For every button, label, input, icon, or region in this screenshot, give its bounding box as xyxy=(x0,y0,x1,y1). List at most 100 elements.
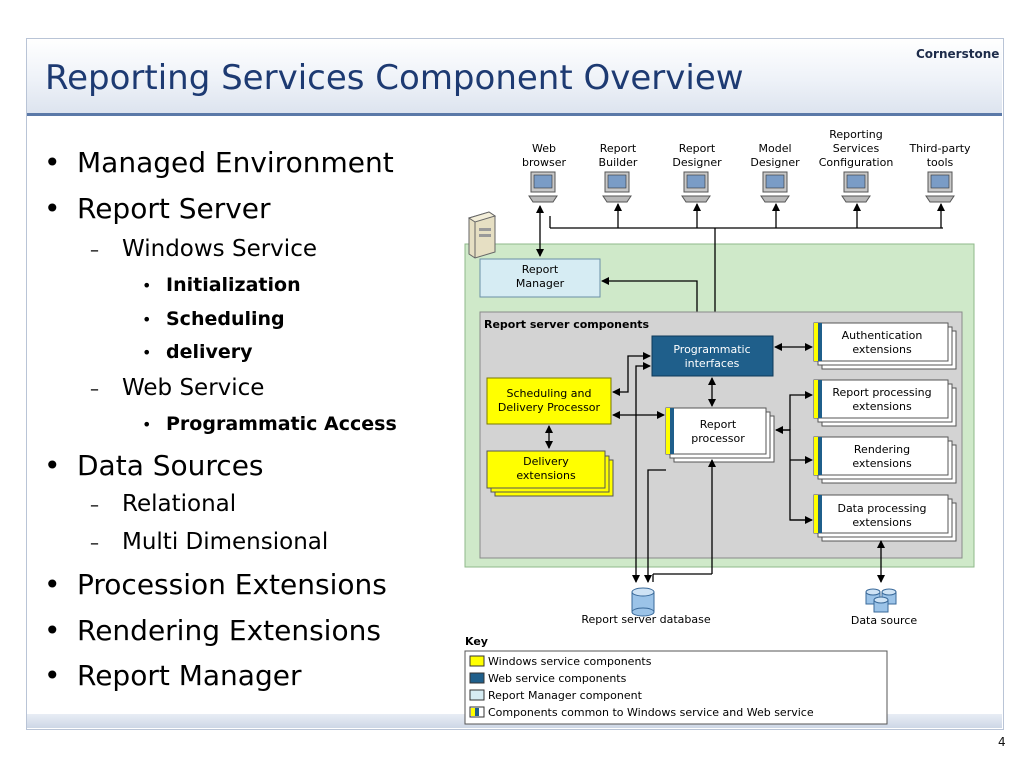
scheduling-delivery-processor-box xyxy=(486,377,612,425)
delivery-extensions-label: Delivery xyxy=(523,455,569,468)
key-swatch-windows xyxy=(469,655,485,667)
data-source-icon xyxy=(865,588,897,613)
svg-text:Builder: Builder xyxy=(599,156,638,169)
sub-sub-bullet-item: Initialization xyxy=(166,274,301,296)
data-processing-extensions-label: extensions xyxy=(852,516,912,529)
bullet-marker: • xyxy=(44,614,61,647)
title-band xyxy=(27,39,1002,113)
bullet-marker: • xyxy=(44,659,61,692)
delivery-extensions-stack xyxy=(486,450,614,497)
svg-text:Web: Web xyxy=(532,142,556,155)
report-processor-label: processor xyxy=(691,432,745,445)
computer-icon xyxy=(841,171,871,203)
bullet-item: Report Server xyxy=(77,192,271,225)
sub-sub-bullet-marker: • xyxy=(142,310,152,329)
bullet-item: Rendering Extensions xyxy=(77,614,381,647)
bullet-item: Managed Environment xyxy=(77,146,394,179)
sub-sub-bullet-item: Scheduling xyxy=(166,308,285,330)
computer-icon xyxy=(925,171,955,203)
key-swatch-common xyxy=(469,706,485,718)
bullet-item: Report Manager xyxy=(77,659,302,692)
key-item-label: Web service components xyxy=(488,672,627,685)
report-manager-box xyxy=(479,258,601,298)
sub-bullet-marker: – xyxy=(90,495,99,516)
bullet-item: Procession Extensions xyxy=(77,568,387,601)
page-number: 4 xyxy=(998,735,1006,749)
report-processor-stack xyxy=(665,407,775,463)
computer-icon xyxy=(681,171,711,203)
bullet-marker: • xyxy=(44,192,61,225)
report-processing-extensions-label: Report processing xyxy=(832,386,931,399)
programmatic-interfaces-box xyxy=(651,335,774,377)
scheduling-delivery-label: Scheduling and xyxy=(507,387,592,400)
database-label: Report server database xyxy=(581,613,711,626)
svg-text:Reporting: Reporting xyxy=(829,128,882,141)
programmatic-interfaces-label: interfaces xyxy=(685,357,740,370)
sub-sub-bullet-marker: • xyxy=(142,343,152,362)
database-icon xyxy=(631,587,655,617)
sub-bullet-item: Web Service xyxy=(122,375,265,401)
sub-sub-bullet-marker: • xyxy=(142,415,152,434)
programmatic-interfaces-label: Programmatic xyxy=(673,343,750,356)
svg-text:Configuration: Configuration xyxy=(819,156,894,169)
client-label-report-designer: Report Designer xyxy=(672,142,722,169)
sub-sub-bullet-item: Programmatic Access xyxy=(166,413,397,435)
sub-bullet-item: Multi Dimensional xyxy=(122,529,329,555)
report-processing-extensions-stack xyxy=(813,379,957,427)
svg-text:Designer: Designer xyxy=(750,156,800,169)
bullet-item: Data Sources xyxy=(77,449,264,482)
client-label-model-designer: Model Designer xyxy=(750,142,800,169)
key-swatch-web xyxy=(469,672,485,684)
sub-bullet-marker: – xyxy=(90,533,99,554)
report-processing-extensions-label: extensions xyxy=(852,400,912,413)
svg-text:Third-party: Third-party xyxy=(908,142,971,155)
svg-text:Services: Services xyxy=(833,142,880,155)
client-label-third-party-tools: Third-party tools xyxy=(908,142,971,169)
components-area-title: Report server components xyxy=(484,318,650,331)
bullet-marker: • xyxy=(44,568,61,601)
slide-title: Reporting Services Component Overview xyxy=(45,58,744,98)
key-title: Key xyxy=(465,635,488,648)
bullet-marker: • xyxy=(44,146,61,179)
sub-bullet-marker: – xyxy=(90,240,99,261)
svg-text:Designer: Designer xyxy=(672,156,722,169)
sub-sub-bullet-marker: • xyxy=(142,276,152,295)
key-swatch-manager xyxy=(469,689,485,701)
computer-icon xyxy=(760,171,790,203)
title-rule xyxy=(27,113,1002,116)
key-item-label: Report Manager component xyxy=(488,689,643,702)
client-label-rs-configuration: Reporting Services Configuration xyxy=(819,128,894,169)
authentication-extensions-stack xyxy=(813,322,957,370)
rendering-extensions-stack xyxy=(813,436,957,484)
computer-icon xyxy=(528,171,558,203)
data-processing-extensions-stack xyxy=(813,494,957,542)
data-processing-extensions-label: Data processing xyxy=(837,502,926,515)
client-label-report-builder: Report Builder xyxy=(599,142,638,169)
svg-text:Report: Report xyxy=(600,142,637,155)
key-item-label: Windows service components xyxy=(488,655,652,668)
key-item-label: Components common to Windows service and… xyxy=(488,706,814,719)
authentication-extensions-label: Authentication xyxy=(842,329,923,342)
client-label-web-browser: Web browser xyxy=(522,142,566,169)
svg-text:Report: Report xyxy=(679,142,716,155)
svg-text:browser: browser xyxy=(522,156,566,169)
sub-bullet-item: Windows Service xyxy=(122,236,317,262)
rendering-extensions-label: extensions xyxy=(852,457,912,470)
key-box xyxy=(464,650,888,725)
computer-icon xyxy=(602,171,632,203)
server-icon xyxy=(467,211,497,259)
sub-bullet-marker: – xyxy=(90,379,99,400)
sub-bullet-item: Relational xyxy=(122,491,237,517)
scheduling-delivery-label: Delivery Processor xyxy=(498,401,601,414)
report-manager-label: Report xyxy=(522,263,559,276)
authentication-extensions-label: extensions xyxy=(852,343,912,356)
report-processor-label: Report xyxy=(700,418,737,431)
delivery-extensions-label: extensions xyxy=(516,469,576,482)
svg-text:tools: tools xyxy=(927,156,954,169)
brand-logo-text: Cornerstone xyxy=(916,47,1000,61)
svg-text:Model: Model xyxy=(758,142,791,155)
rendering-extensions-label: Rendering xyxy=(854,443,910,456)
sub-sub-bullet-item: delivery xyxy=(166,341,253,363)
